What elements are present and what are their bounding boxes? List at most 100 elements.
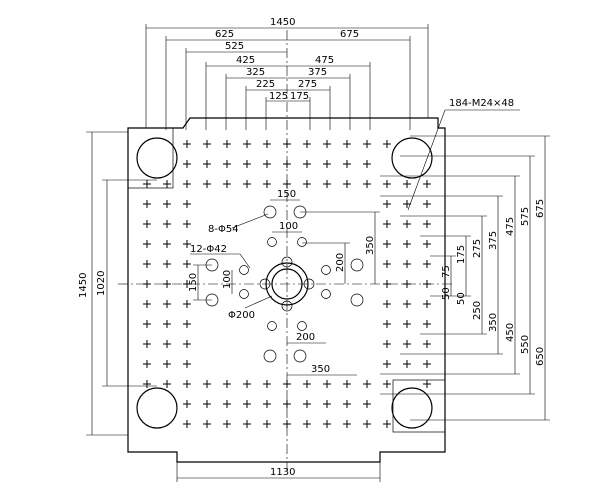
dim-r350: 350 [488,313,499,332]
tapped-hole-mark [143,220,151,228]
tapped-hole-mark [263,380,271,388]
tapped-hole-mark [403,180,411,188]
tapped-hole-mark [223,380,231,388]
tapped-hole-mark [143,260,151,268]
tapped-hole-mark [423,380,431,388]
tapped-hole-mark [143,360,151,368]
tapped-hole-mark [183,260,191,268]
left-dimensions: 1450 1020 [78,131,157,436]
tapped-hole-mark [223,160,231,168]
right-dimensions: 675 575 475 375 275 175 75 50 50 250 350… [380,135,550,421]
bore-hole-right [303,278,315,290]
dim-i200-h: 200 [296,332,315,343]
hole-42-2 [297,237,307,247]
right-extension-lines [380,135,550,421]
tapped-hole-mark [183,340,191,348]
dim-r450: 450 [505,323,516,342]
dim-i150-v: 150 [188,273,199,292]
hole-54-7 [293,349,307,363]
tapped-hole-mark [303,140,311,148]
tapped-hole-mark [163,240,171,248]
tie-bar-hole-top-right [391,137,433,179]
tapped-hole-mark [243,420,251,428]
dim-r75: 75 [441,265,452,278]
tapped-hole-mark [163,260,171,268]
tapped-hole-grid [143,140,431,428]
tapped-hole-mark [183,220,191,228]
hole-42-3 [239,265,249,275]
dim-1020: 1020 [96,271,107,296]
tapped-hole-mark [163,380,171,388]
tapped-hole-mark [363,160,371,168]
tapped-hole-mark [403,200,411,208]
tapped-hole-mark [243,380,251,388]
tapped-hole-mark [243,160,251,168]
bore-hole-bottom [281,300,293,312]
dim-225: 225 [256,79,275,90]
tapped-hole-mark [363,400,371,408]
tapped-hole-mark [143,340,151,348]
hole-54-8 [350,258,364,272]
callout-holes-42: 12-Φ42 [190,244,227,255]
tie-bar-holes [136,137,433,429]
callout-tapped-holes: 184-M24×48 [449,98,514,109]
holes-42 [239,237,331,331]
dim-r675: 675 [535,199,546,218]
tapped-hole-mark [203,140,211,148]
tapped-hole-mark [183,160,191,168]
tapped-hole-mark [343,140,351,148]
top-extension-lines [145,24,429,130]
callout-leader-bore [244,295,273,309]
dim-i200-v: 200 [335,253,346,272]
callout-leader-54 [231,213,269,229]
tapped-hole-mark [243,180,251,188]
dim-275: 275 [298,79,317,90]
hole-42-1 [267,237,277,247]
tapped-hole-mark [323,380,331,388]
dim-675: 675 [340,29,359,40]
tapped-hole-mark [143,380,151,388]
dim-r475: 475 [505,217,516,236]
tapped-hole-mark [263,160,271,168]
tapped-hole-mark [223,400,231,408]
tapped-hole-mark [323,400,331,408]
tapped-hole-mark [263,140,271,148]
tapped-hole-mark [203,160,211,168]
tapped-hole-mark [283,140,291,148]
tapped-hole-mark [183,320,191,328]
callout-holes-54: 8-Φ54 [208,224,239,235]
callouts: 184-M24×48 8-Φ54 12-Φ42 Φ200 [190,98,520,321]
tapped-hole-mark [383,220,391,228]
tapped-hole-mark [143,300,151,308]
tapped-hole-mark [383,240,391,248]
tapped-hole-mark [423,260,431,268]
dim-i350-v: 350 [365,236,376,255]
top-dimensions: 1450 625 675 525 425 475 325 375 225 275… [145,17,429,130]
dim-r275: 275 [472,239,483,258]
tapped-hole-mark [183,240,191,248]
dim-r550: 550 [520,335,531,354]
tapped-hole-mark [303,420,311,428]
dim-r650: 650 [535,347,546,366]
tapped-hole-mark [283,400,291,408]
tapped-hole-mark [423,240,431,248]
center-lines [118,30,455,470]
tapped-hole-mark [383,320,391,328]
tapped-hole-mark [283,420,291,428]
dim-i150-top: 150 [277,189,296,200]
tapped-hole-mark [383,300,391,308]
dim-125: 125 [269,91,288,102]
tapped-hole-mark [183,400,191,408]
central-bore-outer [265,262,309,306]
tapped-hole-mark [423,280,431,288]
dim-325: 325 [246,67,265,78]
tapped-hole-mark [403,340,411,348]
tapped-hole-mark [203,420,211,428]
dim-r575: 575 [520,207,531,226]
tapped-hole-mark [323,180,331,188]
callout-leader-tapped [407,109,446,211]
tapped-hole-mark [403,240,411,248]
bore-hole-top [281,256,293,268]
hole-42-4 [239,289,249,299]
